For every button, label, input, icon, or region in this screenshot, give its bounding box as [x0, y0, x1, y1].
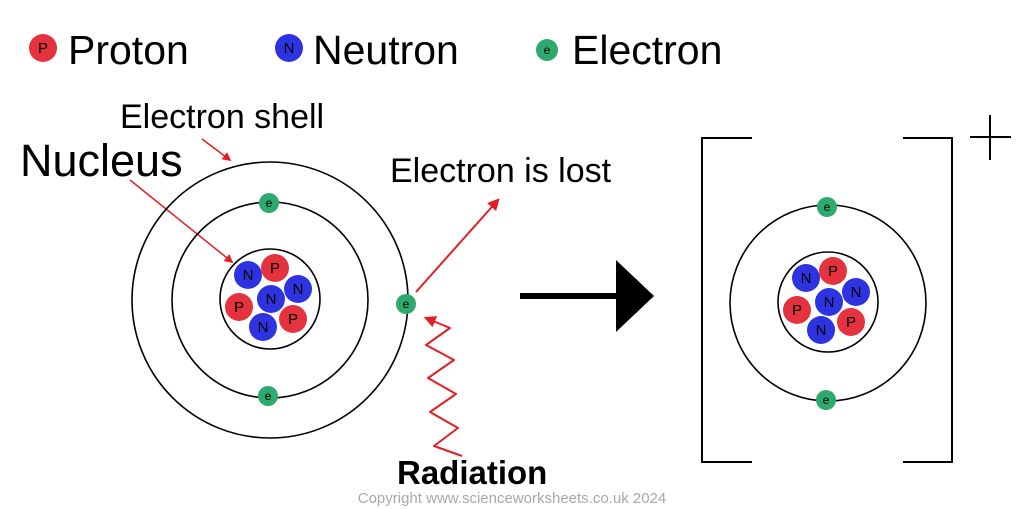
radiation-label: Radiation — [397, 454, 547, 491]
neutron-icon — [275, 34, 303, 62]
electron-icon — [536, 39, 558, 61]
electron-shell-pointer-arrow — [201, 138, 232, 162]
legend-neutron-label: Neutron — [313, 27, 459, 73]
right-bracket — [903, 137, 953, 463]
neutron-icon — [257, 285, 285, 313]
neutron-icon-symbol: N — [284, 40, 295, 57]
neutron-icon — [815, 288, 843, 316]
electron-icon — [816, 390, 836, 410]
electron-icon — [396, 294, 416, 314]
legend-electron-label: Electron — [572, 27, 722, 73]
proton-icon — [279, 305, 307, 333]
proton-symbol: P — [288, 311, 298, 328]
neutron-symbol: N — [824, 294, 835, 311]
electron-lost-arrow — [415, 198, 500, 293]
proton-symbol: P — [828, 263, 838, 280]
neutron-icon — [807, 316, 835, 344]
electron-symbol: e — [403, 297, 410, 311]
legend-electron: e Electron — [536, 27, 722, 73]
legend: P Proton N Neutron e Electron — [29, 27, 722, 73]
legend-neutron: N Neutron — [275, 27, 459, 73]
nucleus-pointer-arrow — [129, 179, 234, 264]
electron-shell-label: Electron shell — [120, 98, 324, 136]
reaction-arrow — [520, 260, 654, 332]
copyright-notice: Copyright www.scienceworksheets.co.uk 20… — [357, 490, 667, 507]
proton-icon — [837, 308, 865, 336]
neutron-symbol: N — [243, 267, 254, 284]
radiation-wave — [423, 316, 463, 457]
electron-icon — [258, 386, 278, 406]
nucleus-boundary — [777, 251, 879, 353]
nucleus-boundary — [219, 248, 321, 350]
proton-icon — [783, 296, 811, 324]
proton-icon-symbol: P — [38, 40, 48, 57]
electron-symbol: e — [823, 393, 830, 407]
lost-electron: e — [396, 294, 416, 314]
electron-symbol: e — [266, 196, 273, 210]
proton-icon — [29, 34, 57, 62]
proton-icon — [819, 257, 847, 285]
neutron-icon — [792, 264, 820, 292]
neutron-icon — [249, 313, 277, 341]
left-bracket — [701, 137, 752, 463]
neutron-icon — [234, 261, 262, 289]
legend-proton-label: Proton — [68, 27, 189, 73]
proton-symbol: P — [846, 314, 856, 331]
electron: e — [258, 386, 278, 406]
electron: e — [259, 193, 279, 213]
proton-symbol: P — [270, 260, 280, 277]
neutron-icon — [842, 278, 870, 306]
proton-icon — [225, 293, 253, 321]
proton-icon — [261, 254, 289, 282]
neutron-symbol: N — [258, 319, 269, 336]
electron-icon-symbol: e — [544, 43, 551, 57]
neutron-symbol: N — [266, 291, 277, 308]
electron-icon — [259, 193, 279, 213]
electron: e — [816, 390, 836, 410]
electron: e — [817, 197, 837, 217]
neutron-symbol: N — [801, 270, 812, 287]
electron-symbol: e — [265, 389, 272, 403]
proton-symbol: P — [234, 299, 244, 316]
positive-charge-sign — [970, 115, 1011, 160]
legend-proton: P Proton — [29, 27, 189, 73]
electron-icon — [817, 197, 837, 217]
electron-lost-label: Electron is lost — [390, 152, 612, 190]
electron-symbol: e — [824, 200, 831, 214]
neutron-symbol: N — [293, 281, 304, 298]
neutron-symbol: N — [851, 284, 862, 301]
nucleus-label: Nucleus — [20, 135, 183, 186]
neutron-icon — [284, 275, 312, 303]
proton-symbol: P — [792, 302, 802, 319]
neutron-symbol: N — [816, 322, 827, 339]
